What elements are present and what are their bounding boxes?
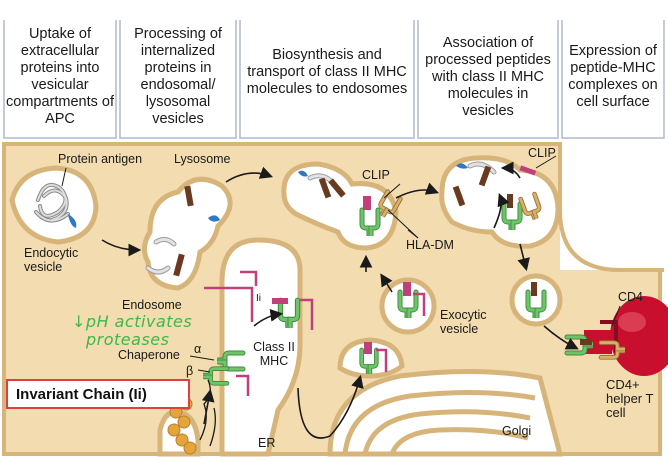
- stage-association: Association of processed peptides with c…: [425, 34, 551, 119]
- annotation-proteases: proteases: [86, 330, 170, 349]
- golgi-bud: [337, 337, 405, 379]
- label-protein-antigen: Protein antigen: [58, 152, 143, 166]
- label-golgi: Golgi: [502, 424, 532, 438]
- label-er: ER: [258, 436, 276, 450]
- label-cd4-helper: CD4+ helper T cell: [606, 377, 654, 420]
- stage-uptake: Uptake of extracellular proteins into ve…: [6, 26, 114, 127]
- label-hla-dm: HLA-DM: [406, 238, 454, 252]
- chaperone-mhc: [204, 353, 250, 396]
- label-ii: Ii: [256, 293, 261, 304]
- label-cd4: CD4: [618, 290, 644, 304]
- process-arrows: [101, 161, 579, 439]
- stage-processing: Processing of internalized proteins in e…: [134, 26, 222, 127]
- er-mhc-ii: [204, 270, 314, 330]
- golgi-stack: [327, 368, 564, 457]
- exocytic-vesicle: [379, 277, 437, 335]
- label-class-ii-mhc: Class II MHC: [253, 340, 295, 368]
- endosome-vesicle: [142, 176, 233, 291]
- label-beta: β: [186, 364, 194, 378]
- endocytic-vesicle: [9, 165, 99, 245]
- label-endocytic-vesicle: Endocytic vesicle: [24, 246, 79, 274]
- label-chaperone: Chaperone: [118, 348, 180, 362]
- label-alpha: α: [194, 342, 202, 356]
- label-clip-2: CLIP: [528, 146, 556, 160]
- highlight-invariant-chain: Invariant Chain (Ii): [6, 379, 190, 409]
- label-endosome: Endosome: [122, 298, 182, 312]
- vesicle-clip: [281, 161, 400, 251]
- stage-header: [3, 20, 665, 139]
- label-exocytic-vesicle: Exocytic vesicle: [440, 308, 487, 336]
- label-clip-1: CLIP: [362, 168, 390, 182]
- annotation-ph: ↓pH activates: [72, 312, 193, 331]
- t-cell: [567, 296, 668, 376]
- vesicle-surface-bound: [509, 273, 563, 327]
- label-lysosome: Lysosome: [174, 152, 231, 166]
- stage-biosynthesis: Biosynthesis and transport of class II M…: [246, 46, 408, 97]
- stage-expression: Expression of peptide-MHC complexes on c…: [568, 43, 658, 110]
- leader-lines: [189, 155, 621, 373]
